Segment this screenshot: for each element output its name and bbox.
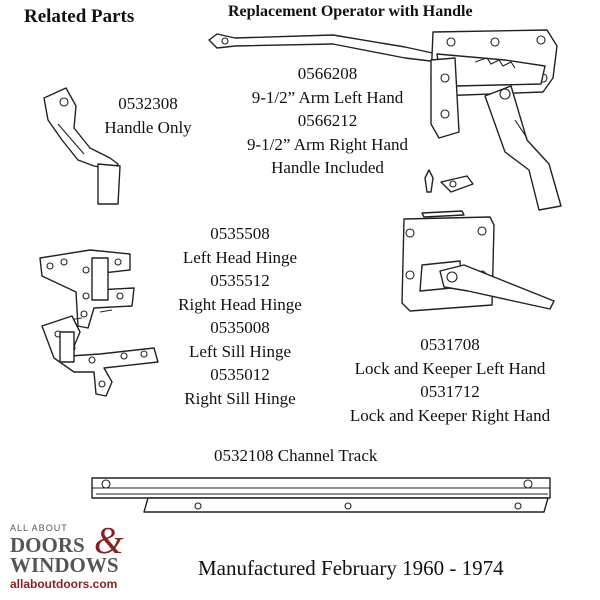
lock-left-text: Lock and Keeper Left Hand bbox=[354, 358, 546, 378]
hinges-label: 0535508 Left Head Hinge 0535512 Right He… bbox=[160, 222, 320, 410]
lock-keeper-illustration bbox=[401, 210, 555, 312]
logo-windows: WINDOWS bbox=[10, 553, 119, 577]
manufactured-dates: Manufactured February 1960 - 1974 bbox=[198, 556, 504, 580]
logo-ampersand: & bbox=[94, 520, 124, 562]
handle-illustration bbox=[43, 87, 121, 205]
company-logo: ALL ABOUT DOORS & WINDOWS allaboutdoors.… bbox=[10, 520, 150, 598]
right-head-hinge-text: Right Head Hinge bbox=[178, 294, 302, 314]
hinges-illustration bbox=[39, 249, 159, 397]
operator-part-left: 0566208 bbox=[297, 64, 358, 83]
related-parts-heading: Related Parts bbox=[24, 6, 135, 27]
handle-label: 0532308 Handle Only bbox=[88, 92, 208, 139]
handle-only-text: Handle Only bbox=[104, 117, 192, 137]
left-head-hinge-text: Left Head Hinge bbox=[182, 247, 298, 267]
logo-all-about: ALL ABOUT bbox=[10, 523, 68, 533]
lock-left-number: 0531708 bbox=[420, 335, 480, 354]
operator-handle-included: Handle Included bbox=[271, 158, 384, 177]
operator-label: 0566208 9-1/2” Arm Left Hand 0566212 9-1… bbox=[230, 62, 425, 180]
right-sill-hinge-text: Right Sill Hinge bbox=[184, 388, 296, 408]
operator-part-right: 0566212 bbox=[297, 111, 358, 130]
handle-part-number: 0532308 bbox=[118, 94, 178, 113]
lock-right-text: Lock and Keeper Right Hand bbox=[349, 405, 551, 425]
operator-illustration bbox=[208, 29, 562, 211]
operator-arm-right: 9-1/2” Arm Right Hand bbox=[246, 134, 408, 154]
right-head-hinge-number: 0535512 bbox=[210, 271, 270, 290]
channel-track-label: 0532108 Channel Track bbox=[214, 446, 378, 465]
operator-heading: Replacement Operator with Handle bbox=[228, 3, 473, 20]
lock-right-number: 0531712 bbox=[420, 382, 480, 401]
left-head-hinge-number: 0535508 bbox=[210, 224, 270, 243]
channel-track-illustration bbox=[91, 477, 551, 513]
logo-url[interactable]: allaboutdoors.com bbox=[10, 577, 118, 591]
logo-doors: DOORS bbox=[10, 533, 85, 557]
lock-keeper-label: 0531708 Lock and Keeper Left Hand 053171… bbox=[330, 333, 570, 427]
left-sill-hinge-number: 0535008 bbox=[210, 318, 270, 337]
left-sill-hinge-text: Left Sill Hinge bbox=[189, 341, 291, 361]
operator-arm-left: 9-1/2” Arm Left Hand bbox=[251, 87, 404, 107]
right-sill-hinge-number: 0535012 bbox=[210, 365, 270, 384]
